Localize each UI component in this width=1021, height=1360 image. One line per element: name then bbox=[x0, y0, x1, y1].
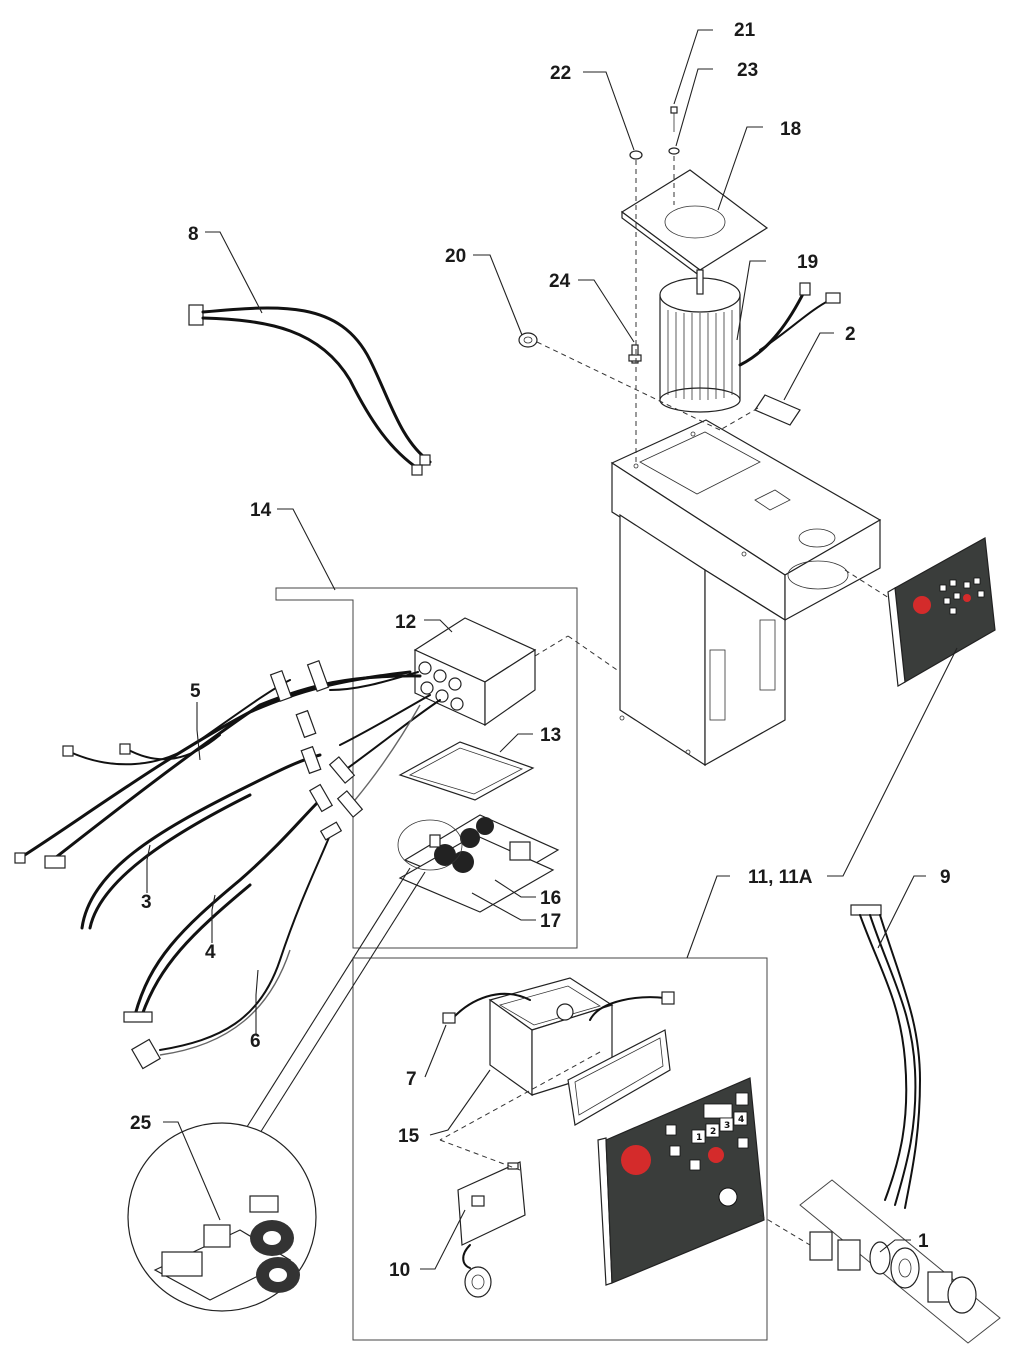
group-box-11 bbox=[352, 957, 768, 1341]
key-4: 4 bbox=[738, 1115, 744, 1125]
callout-3: 3 bbox=[141, 892, 152, 913]
harness-4 bbox=[123, 783, 334, 1023]
callout-11: 11, 11A bbox=[748, 867, 813, 888]
callout-8: 8 bbox=[188, 224, 199, 245]
callout-23: 23 bbox=[737, 60, 758, 81]
callout-13: 13 bbox=[540, 725, 561, 746]
motor bbox=[659, 269, 841, 413]
callout-19: 19 bbox=[797, 252, 818, 273]
callout-21: 21 bbox=[734, 20, 756, 41]
callout-20: 20 bbox=[445, 246, 466, 267]
cover-gasket bbox=[398, 741, 535, 801]
circuit-board bbox=[398, 814, 560, 913]
callout-4: 4 bbox=[205, 942, 216, 963]
harness-6 bbox=[131, 821, 343, 1070]
grommet-20 bbox=[518, 332, 538, 348]
stud-24 bbox=[628, 344, 642, 364]
callout-10: 10 bbox=[389, 1260, 410, 1281]
keypad-board-10 bbox=[457, 1161, 526, 1298]
callout-15: 15 bbox=[398, 1126, 420, 1147]
callout-25: 25 bbox=[130, 1113, 152, 1134]
callout-12: 12 bbox=[395, 612, 416, 633]
callout-9: 9 bbox=[940, 867, 951, 888]
callout-18: 18 bbox=[780, 119, 801, 140]
key-1: 1 bbox=[696, 1133, 702, 1143]
group-box-14 bbox=[275, 587, 578, 949]
label-plate bbox=[754, 394, 801, 426]
callout-16: 16 bbox=[540, 888, 561, 909]
control-panel-small bbox=[887, 537, 996, 687]
switch-assembly bbox=[799, 1179, 1001, 1344]
screw-21 bbox=[670, 106, 678, 132]
harness-5 bbox=[14, 660, 422, 869]
box-wires bbox=[328, 671, 441, 818]
callout-2: 2 bbox=[845, 324, 856, 345]
callout-7: 7 bbox=[406, 1069, 417, 1090]
motor-mounting-plate bbox=[620, 169, 769, 278]
key-2: 2 bbox=[710, 1127, 716, 1137]
callout-1: 1 bbox=[918, 1231, 929, 1252]
detail-magnifier bbox=[127, 1122, 317, 1312]
washer-23 bbox=[668, 147, 680, 155]
control-box bbox=[413, 617, 537, 727]
nut-22 bbox=[629, 150, 643, 160]
control-panel-large: 1 2 3 4 bbox=[597, 1077, 765, 1286]
callout-17: 17 bbox=[540, 911, 561, 932]
key-3: 3 bbox=[724, 1121, 730, 1131]
cable-9 bbox=[850, 904, 922, 1209]
cable-8 bbox=[188, 304, 432, 476]
column-housing bbox=[610, 419, 882, 767]
rear-housing-15 bbox=[488, 977, 614, 1097]
callout-22: 22 bbox=[550, 63, 571, 84]
callout-14: 14 bbox=[250, 500, 272, 521]
callout-5: 5 bbox=[190, 681, 201, 702]
cable-7 bbox=[442, 991, 675, 1024]
callout-6: 6 bbox=[250, 1031, 261, 1052]
callout-24: 24 bbox=[549, 271, 571, 292]
harness-3 bbox=[80, 745, 322, 930]
front-gasket bbox=[567, 1029, 671, 1126]
